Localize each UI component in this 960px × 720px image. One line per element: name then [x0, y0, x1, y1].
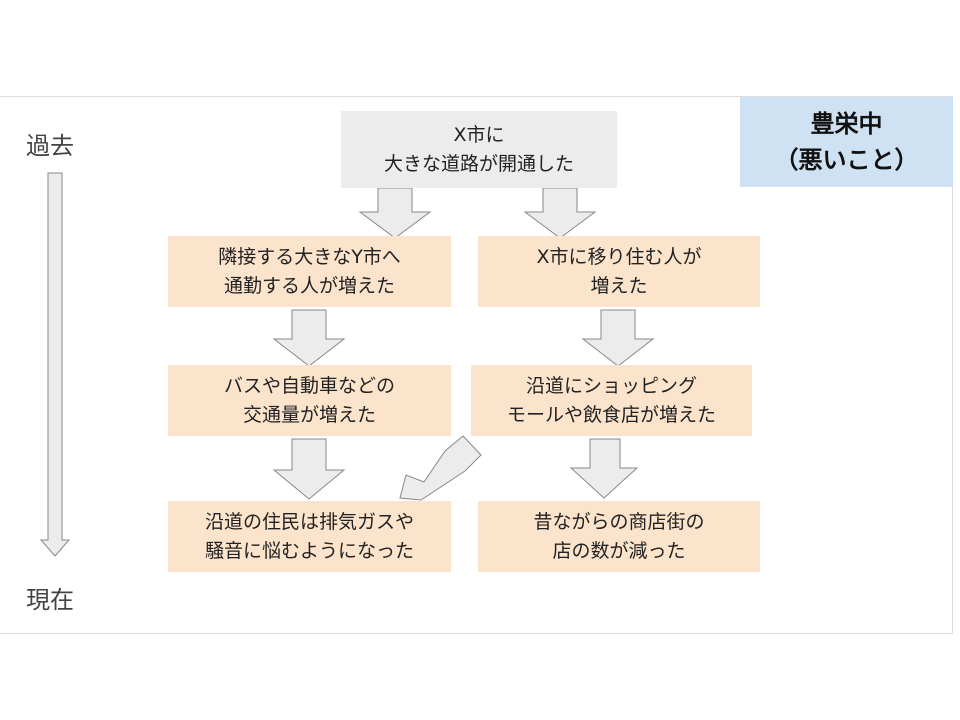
box-exhaust-noise: 沿道の住民は排気ガスや 騒音に悩むようになった: [168, 501, 451, 572]
box-residents-increased: X市に移り住む人が 増えた: [478, 236, 760, 307]
timeline-arrow: [39, 172, 71, 557]
arrow-r1-to-r2: [581, 309, 655, 367]
box-shops-increased: 沿道にショッピング モールや飲食店が増えた: [471, 365, 752, 436]
box-commuters-increased: 隣接する大きなY市へ 通勤する人が増えた: [168, 236, 451, 307]
arrow-r2-to-r3: [569, 438, 639, 499]
arrow-top-to-l1: [358, 187, 432, 239]
box-road-opened: X市に 大きな道路が開通した: [341, 111, 617, 188]
title-line2: （悪いこと）: [774, 146, 919, 174]
title-box: 豊栄中 （悪いこと）: [740, 97, 953, 187]
box-shopping-street-decline: 昔ながらの商店街の 店の数が減った: [478, 501, 760, 572]
arrow-l1-to-l2: [272, 309, 346, 367]
timeline-present-label: 現在: [26, 586, 74, 614]
title-line1: 豊栄中: [810, 110, 883, 138]
timeline-past-label: 過去: [26, 132, 74, 160]
box-traffic-increased: バスや自動車などの 交通量が増えた: [168, 365, 451, 436]
arrow-r2-to-l3: [399, 435, 482, 501]
arrow-top-to-r1: [523, 187, 597, 239]
arrow-l2-to-l3: [272, 438, 346, 500]
